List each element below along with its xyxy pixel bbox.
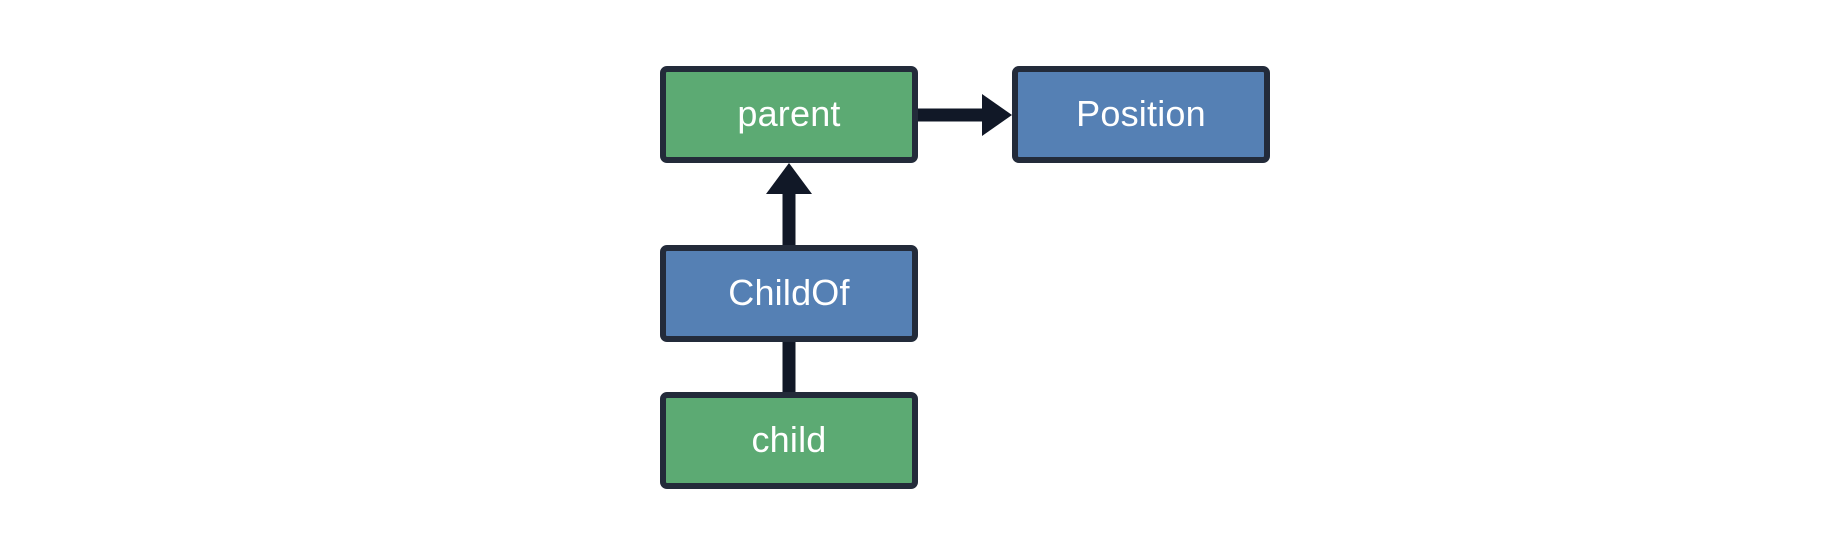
arrowhead-right-icon: [982, 94, 1012, 136]
node-child-label: child: [751, 418, 827, 460]
arrowhead-up-icon: [766, 163, 812, 194]
node-parent-label: parent: [737, 92, 841, 134]
edge-childof-to-parent: [766, 163, 812, 245]
node-parent[interactable]: parent: [660, 66, 918, 163]
edge-parent-to-position: [918, 94, 1012, 136]
node-childof[interactable]: ChildOf: [660, 245, 918, 342]
node-position[interactable]: Position: [1012, 66, 1270, 163]
node-child[interactable]: child: [660, 392, 918, 489]
node-childof-label: ChildOf: [728, 271, 850, 313]
node-position-label: Position: [1076, 92, 1206, 134]
